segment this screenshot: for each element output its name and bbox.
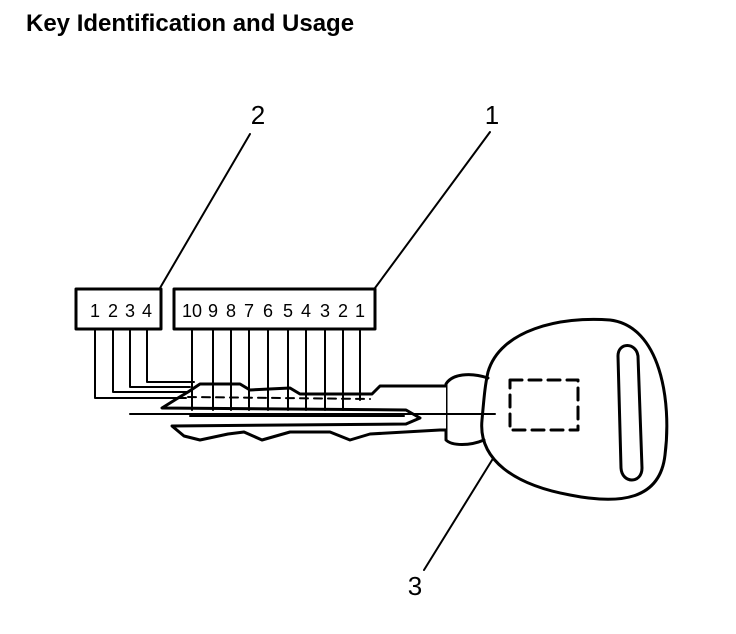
position-label: 8 — [226, 301, 236, 321]
transponder-chip — [508, 378, 580, 432]
leader-line-3 — [423, 443, 503, 571]
position-label: 4 — [301, 301, 311, 321]
position-label: 3 — [125, 301, 135, 321]
callout-1-label: 1 — [485, 100, 499, 130]
cut-lead-line — [94, 328, 187, 399]
callout-2-label: 2 — [251, 100, 265, 130]
key-blade — [160, 382, 448, 442]
position-label: 7 — [244, 301, 254, 321]
cut-lead-line — [129, 328, 191, 388]
position-label: 3 — [320, 301, 330, 321]
cut-position-box-second — [74, 287, 163, 331]
position-label: 2 — [108, 301, 118, 321]
cut-position-box-first — [172, 287, 377, 331]
page-title: Key Identification and Usage — [26, 10, 355, 37]
position-label: 5 — [283, 301, 293, 321]
key-ring-slot — [616, 344, 644, 482]
position-label: 9 — [208, 301, 218, 321]
leader-line-2 — [159, 133, 251, 289]
leader-line-1 — [374, 131, 491, 289]
position-label: 2 — [338, 301, 348, 321]
cut-lead-line — [112, 328, 189, 393]
key-blade-groove — [187, 396, 371, 400]
position-label: 1 — [90, 301, 100, 321]
cut-lead-line — [146, 328, 195, 383]
position-label: 6 — [263, 301, 273, 321]
position-label: 10 — [182, 301, 202, 321]
position-label: 4 — [142, 301, 152, 321]
callout-3-label: 3 — [408, 571, 422, 601]
position-label: 1 — [355, 301, 365, 321]
